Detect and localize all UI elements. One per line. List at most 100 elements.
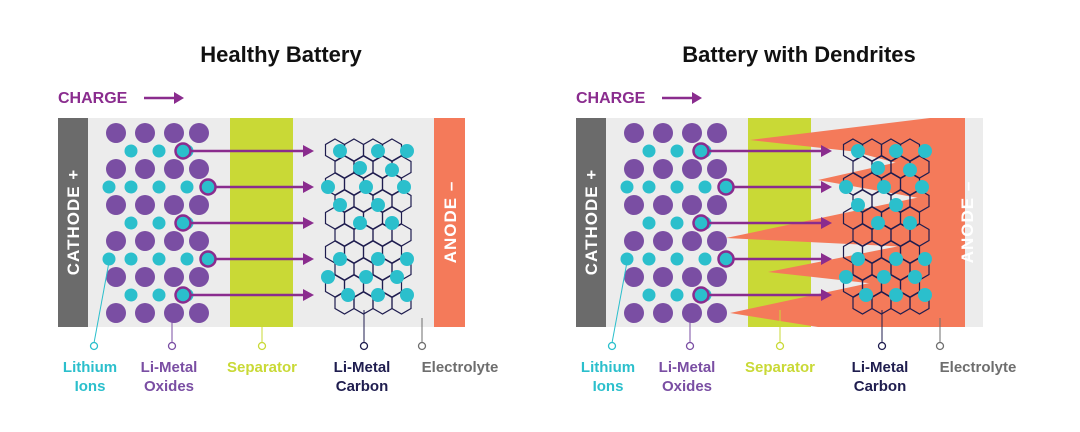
legend-label: Separator — [745, 359, 815, 376]
legend-pointer-dot — [359, 341, 369, 351]
lithium-ion — [180, 180, 194, 194]
lithium-ion-in-carbon — [889, 198, 903, 212]
oxide-particle — [624, 195, 644, 215]
lithium-ion — [620, 180, 634, 194]
charge-label: CHARGE — [576, 90, 646, 107]
lithium-ion — [124, 252, 138, 266]
oxide-particle — [164, 303, 184, 323]
lithium-ion-in-carbon — [851, 252, 865, 266]
dendrite — [818, 155, 930, 200]
lithium-ion-in-carbon — [321, 180, 335, 194]
legend-label: Li-Metal — [659, 359, 716, 376]
lithium-ion-in-carbon — [889, 252, 903, 266]
lithium-ion — [642, 144, 656, 158]
lithium-ion-in-carbon — [359, 180, 373, 194]
lithium-ion — [102, 252, 116, 266]
legend-label: Electrolyte — [940, 359, 1017, 376]
oxide-particle — [707, 231, 727, 251]
lithium-ion — [698, 180, 712, 194]
oxide-particle — [189, 159, 209, 179]
legend-pointer-line — [611, 261, 628, 344]
cathode-plate — [576, 118, 606, 327]
lithium-ion — [124, 144, 138, 158]
charge-arrow-head — [692, 92, 702, 104]
lithium-ion-in-carbon — [839, 180, 853, 194]
charge-label: CHARGE — [58, 90, 128, 107]
oxide-particle — [682, 231, 702, 251]
oxide-particle — [135, 159, 155, 179]
oxide-particle — [682, 159, 702, 179]
legend-label: Li-Metal — [334, 359, 391, 376]
charge-path-arrow-head — [303, 217, 314, 229]
legend-label-line2: Oxides — [144, 378, 194, 395]
legend-label-line2: Carbon — [854, 378, 907, 395]
lithium-ion-in-carbon — [353, 216, 367, 230]
lithium-ion-in-carbon — [851, 144, 865, 158]
charge-arrow-head — [174, 92, 184, 104]
lithium-ion — [152, 288, 166, 302]
oxide-particle — [106, 267, 126, 287]
lithium-ion-in-carbon — [341, 288, 355, 302]
charge-path-arrow-head — [303, 289, 314, 301]
oxide-particle — [682, 303, 702, 323]
lithium-ion-in-carbon — [397, 180, 411, 194]
migrating-ion — [692, 286, 710, 304]
legend-pointer-line — [93, 261, 110, 344]
oxide-particle — [624, 303, 644, 323]
legend-label: Li-Metal — [852, 359, 909, 376]
lithium-ion — [180, 252, 194, 266]
oxide-particle — [189, 123, 209, 143]
lithium-ion-in-carbon — [400, 288, 414, 302]
migrating-ion — [692, 214, 710, 232]
oxide-particle — [164, 231, 184, 251]
lithium-ion-in-carbon — [371, 288, 385, 302]
legend-pointer-dot — [257, 341, 267, 351]
oxide-particle — [164, 123, 184, 143]
lithium-ion — [124, 288, 138, 302]
lithium-ion-in-carbon — [333, 144, 347, 158]
lithium-ion-in-carbon — [390, 270, 404, 284]
cathode-plate — [58, 118, 88, 327]
lithium-ion-in-carbon — [371, 144, 385, 158]
lithium-ion — [642, 252, 656, 266]
lithium-ion-in-carbon — [851, 198, 865, 212]
migrating-ion — [717, 250, 735, 268]
lithium-ion-in-carbon — [903, 216, 917, 230]
lithium-ion-in-carbon — [918, 144, 932, 158]
oxide-particle — [707, 267, 727, 287]
lithium-ion — [670, 180, 684, 194]
lithium-ion-in-carbon — [371, 198, 385, 212]
oxide-particle — [189, 195, 209, 215]
oxide-particle — [164, 267, 184, 287]
legend-pointer-dot — [89, 341, 99, 351]
legend-pointer-dot — [607, 341, 617, 351]
legend-pointer-dot — [417, 341, 427, 351]
legend-label: Lithium — [581, 359, 635, 376]
charge-path-arrow-head — [303, 253, 314, 265]
lithium-ion — [152, 252, 166, 266]
oxide-particle — [189, 303, 209, 323]
legend-label-line2: Oxides — [662, 378, 712, 395]
anode-growth — [930, 118, 948, 327]
lithium-ion-in-carbon — [918, 288, 932, 302]
charge-path-arrow-head — [821, 217, 832, 229]
oxide-particle — [106, 231, 126, 251]
lithium-ion-in-carbon — [915, 180, 929, 194]
charge-path-arrow-head — [821, 145, 832, 157]
lithium-ion-in-carbon — [385, 216, 399, 230]
oxide-particle — [106, 195, 126, 215]
lithium-ion-in-carbon — [353, 161, 367, 175]
panel-title: Battery with Dendrites — [682, 42, 916, 67]
oxide-particle — [164, 195, 184, 215]
lithium-ion — [670, 216, 684, 230]
legend-pointer-dot — [775, 341, 785, 351]
lithium-ion — [642, 180, 656, 194]
anode-label: ANODE – — [958, 181, 977, 264]
legend-label-line2: Ions — [593, 378, 624, 395]
oxide-particle — [624, 267, 644, 287]
panel-title: Healthy Battery — [200, 42, 362, 67]
lithium-ion — [642, 288, 656, 302]
lithium-ion — [698, 252, 712, 266]
